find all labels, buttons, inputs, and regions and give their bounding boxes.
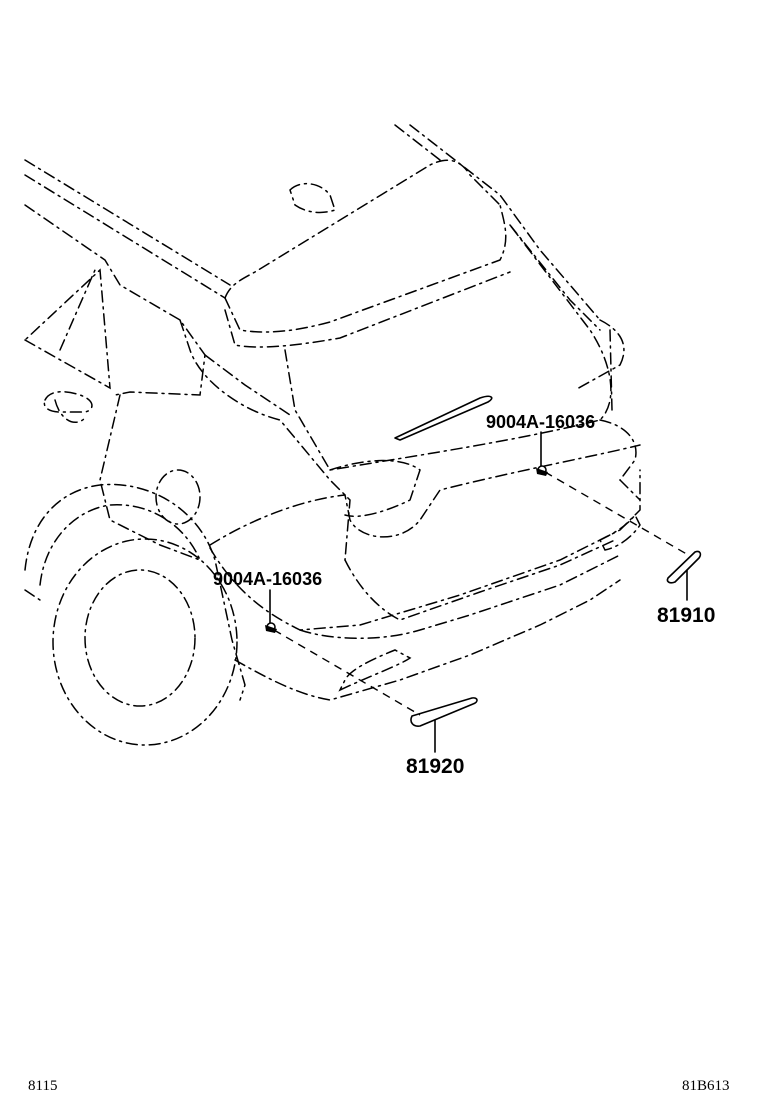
bolt-upper[interactable]	[536, 431, 548, 476]
label-bolt-lower: 9004A-16036	[213, 569, 322, 589]
bolt-lower[interactable]	[265, 589, 277, 633]
label-bolt-upper: 9004A-16036	[486, 412, 595, 432]
reflector-left[interactable]	[410, 697, 478, 753]
reflector-right[interactable]	[666, 550, 702, 601]
leader-lines	[273, 471, 691, 716]
label-reflector-left: 81920	[406, 755, 464, 778]
vehicle-outline	[23, 124, 641, 746]
label-reflector-right: 81910	[657, 604, 715, 627]
footer-right-code: 81B613	[682, 1078, 730, 1094]
footer-left-code: 8115	[28, 1078, 57, 1094]
